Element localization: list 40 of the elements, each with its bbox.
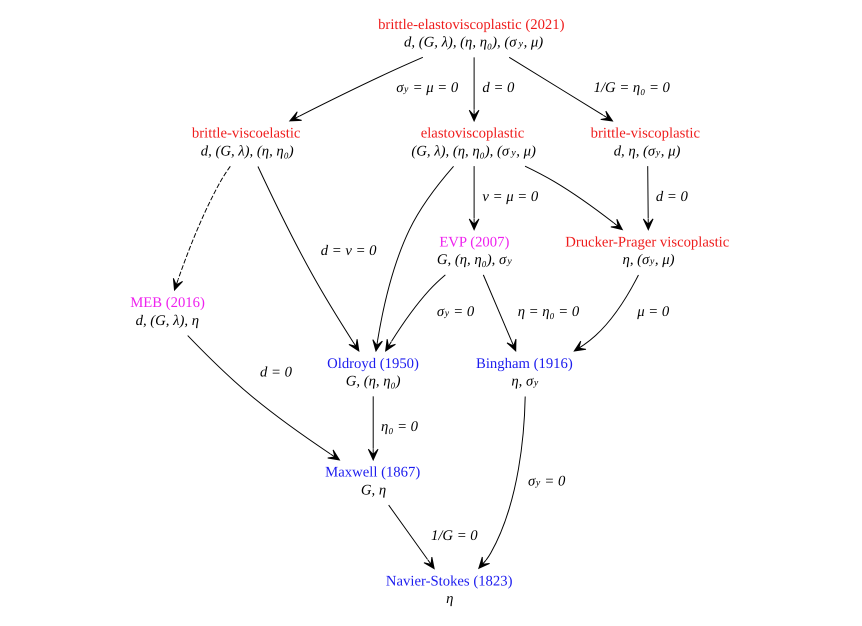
arrow xyxy=(372,166,454,352)
node-text: Bingham (1916) η, σy xyxy=(476,356,573,390)
edge-label: 1/G = 0 xyxy=(431,528,478,544)
arrow xyxy=(468,166,480,230)
node-text: brittle-viscoplastic d, η, (σy, μ) xyxy=(590,126,700,160)
edge-label: σy = 0 xyxy=(436,304,474,320)
edge-label: 1/G = η₀ = 0 xyxy=(594,80,670,96)
arrow xyxy=(257,166,360,352)
node-text: elastoviscoplastic (G, λ), (η, η₀), (σy, μ) xyxy=(411,126,536,160)
node-text: Drucker-Prager viscoplastic η, (σy, μ) xyxy=(565,234,730,268)
node-text: Maxwell (1867) G, η xyxy=(325,464,420,498)
node-text: Oldroyd (1950) G, (η, η₀) xyxy=(327,356,419,390)
arrow xyxy=(574,274,639,352)
arrow xyxy=(289,56,424,122)
edge-label: d = 0 xyxy=(482,80,514,96)
node-text: brittle-viscoelastic d, (G, λ), (η, η₀) xyxy=(192,126,300,160)
node-text: Navier-Stokes (1823) η xyxy=(386,573,512,607)
arrow xyxy=(524,166,623,230)
arrow xyxy=(172,166,231,291)
arrow xyxy=(508,56,613,122)
node-text: brittle-elastoviscoplastic (2021) d, (G, λ), (η, η₀), (σy, μ) xyxy=(378,16,564,51)
arrow xyxy=(368,396,379,460)
arrow xyxy=(642,166,654,230)
edge-label: σy = 0 xyxy=(528,473,566,490)
edge-label: d = 0 xyxy=(656,188,688,205)
edge-label: σy = μ = 0 xyxy=(396,80,458,96)
arrow xyxy=(385,274,446,352)
node-text: EVP (2007) G, (η, η₀), σy xyxy=(436,234,512,268)
edge-label: η = η₀ = 0 xyxy=(518,304,580,320)
arrow xyxy=(478,396,526,569)
edge-label: d = 0 xyxy=(260,364,292,381)
arrow xyxy=(482,274,516,352)
edge-label: ν = μ = 0 xyxy=(482,188,538,205)
edge-label: d = ν = 0 xyxy=(320,243,376,260)
arrow xyxy=(468,56,480,122)
edge-label: η₀ = 0 xyxy=(381,419,418,436)
arrow xyxy=(187,335,340,460)
edge-label: μ = 0 xyxy=(637,304,670,320)
node-text: MEB (2016) d, (G, λ), η xyxy=(130,295,205,329)
arrow xyxy=(388,504,435,570)
